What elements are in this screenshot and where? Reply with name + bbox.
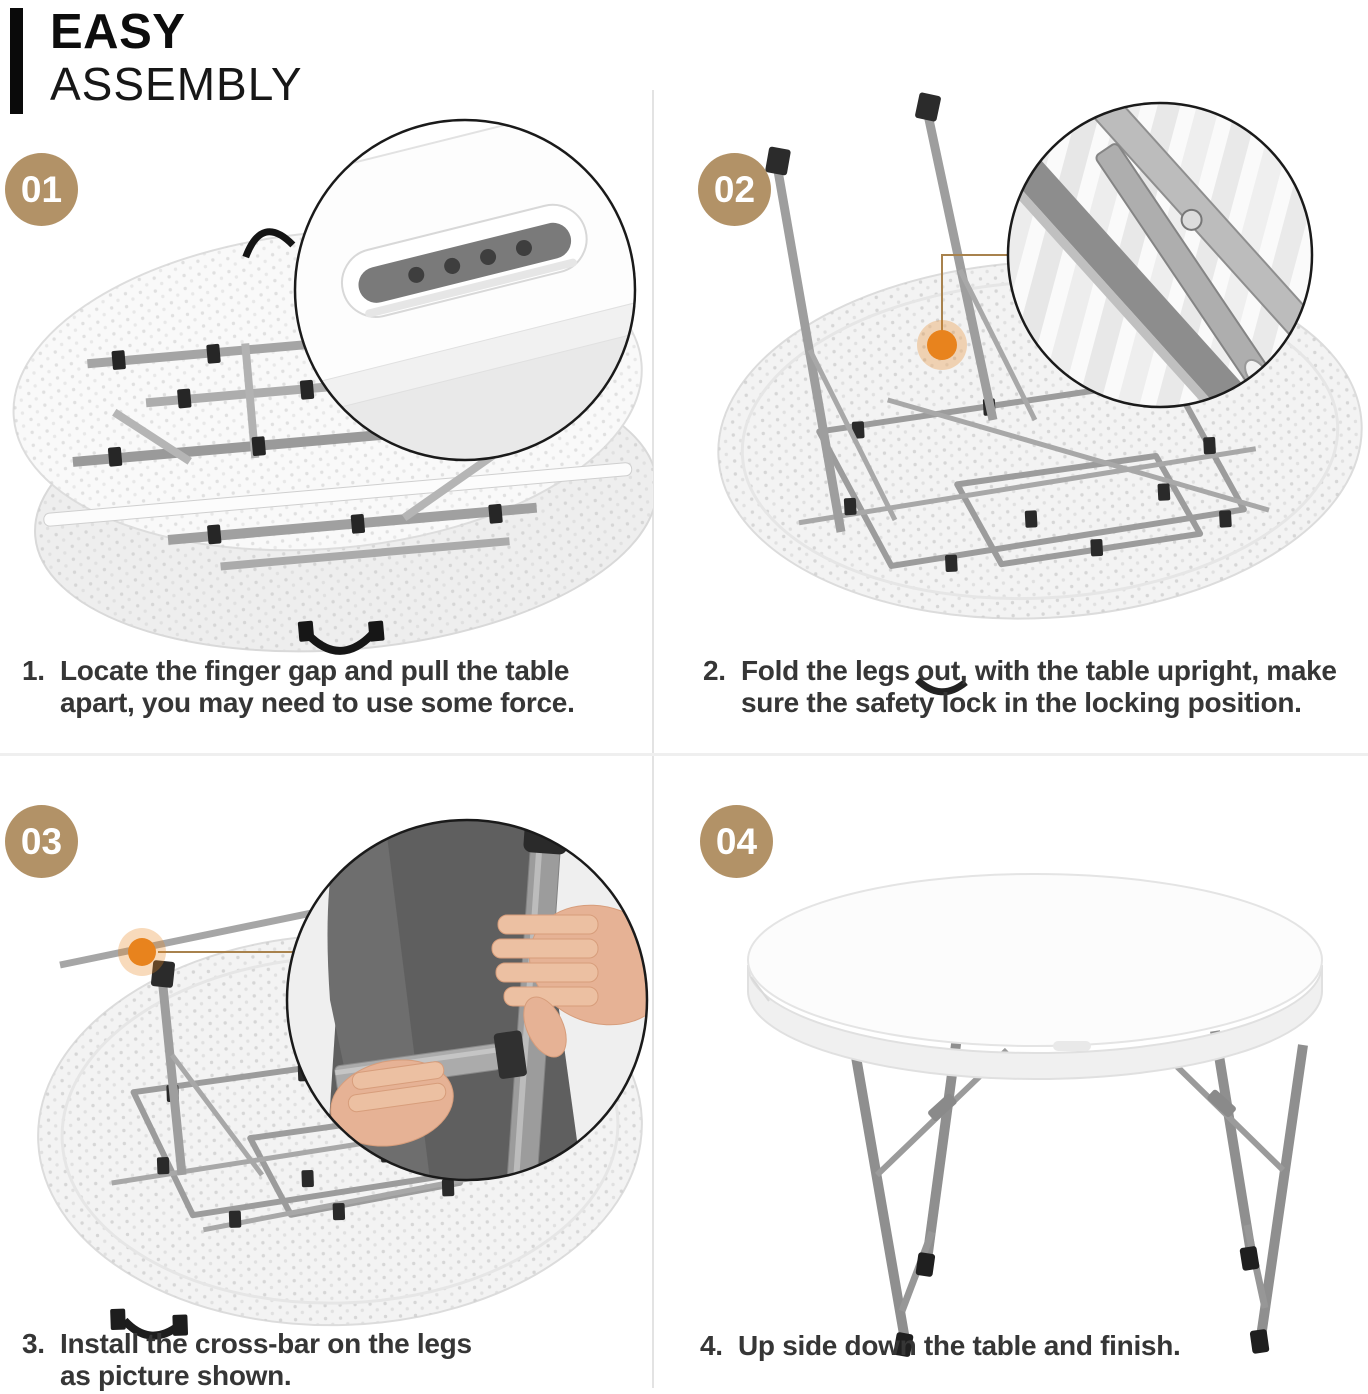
step4-illustration — [747, 873, 1323, 1357]
tabletop — [747, 873, 1323, 1080]
page-title-light: ASSEMBLY — [50, 58, 303, 110]
callout-dot — [927, 330, 957, 360]
step3-caption: 3. Install the cross-bar on the legs as … — [22, 1328, 472, 1392]
step2-illustration — [717, 92, 1363, 696]
seam-latch — [1053, 1041, 1091, 1051]
step3-caption-line1: Install the cross-bar on the legs — [60, 1328, 472, 1359]
step2-badge: 02 — [698, 153, 771, 226]
assembled-table — [747, 873, 1323, 1357]
step2-caption-line2: sure the safety lock in the locking posi… — [741, 687, 1302, 718]
title-accent-bar — [10, 8, 23, 114]
callout-line — [941, 254, 1008, 345]
hand-left — [330, 1059, 454, 1147]
step4-number: 4. — [700, 1330, 723, 1361]
step4-panel: 04 4. Up side down the table and finish. — [655, 755, 1368, 1394]
horizontal-divider — [0, 753, 1368, 756]
fold-seam — [750, 976, 770, 1002]
vertical-divider — [652, 90, 654, 1388]
hand-right — [491, 904, 647, 1058]
step2-caption-line1: Fold the legs out, with the table uprigh… — [741, 655, 1337, 686]
step4-caption-line1: Up side down the table and finish. — [738, 1330, 1181, 1361]
callout-dot — [128, 938, 156, 966]
step1-caption: 1. Locate the finger gap and pull the ta… — [22, 655, 575, 719]
step3-panel: 03 3. Install the cross-bar on the legs … — [0, 755, 653, 1394]
step1-caption-line1: Locate the finger gap and pull the table — [60, 655, 570, 686]
leg-foot-cap — [915, 92, 941, 122]
step3-badge: 03 — [5, 805, 78, 878]
step3-caption-line2: as picture shown. — [60, 1360, 292, 1391]
brace-hinge — [1207, 1089, 1236, 1118]
leg-foot-cap — [150, 960, 176, 988]
carry-handle-top — [242, 228, 296, 259]
magnifier-inset-safety-lock — [1006, 101, 1314, 409]
step3-illustration — [37, 818, 649, 1340]
step4-badge: 04 — [700, 805, 773, 878]
leg-foot-cap — [765, 146, 791, 176]
step1-panel: 01 1. Locate the finger gap and pull the… — [0, 90, 653, 753]
table-leg — [157, 976, 187, 1176]
step2-number: 2. — [703, 655, 726, 686]
step1-number: 1. — [22, 655, 45, 686]
step1-caption-line2: apart, you may need to use some force. — [60, 687, 575, 718]
safety-lock-detail — [1008, 103, 1312, 407]
magnifier-inset-crossbar-hands — [285, 818, 649, 1182]
page-title-bold: EASY — [50, 5, 186, 59]
step1-badge: 01 — [5, 153, 78, 226]
brace-hinge — [928, 1093, 957, 1122]
step4-caption: 4. Up side down the table and finish. — [700, 1330, 1181, 1362]
unfolded-legs — [772, 109, 1038, 533]
step1-illustration — [12, 118, 653, 655]
step3-number: 3. — [22, 1328, 45, 1359]
step2-caption: 2. Fold the legs out, with the table upr… — [703, 655, 1337, 719]
leg-feet — [893, 1246, 1270, 1357]
carry-handle — [914, 677, 968, 696]
step2-panel: 02 2. Fold the legs out, with the table … — [655, 90, 1368, 753]
underside-frame — [798, 376, 1270, 569]
